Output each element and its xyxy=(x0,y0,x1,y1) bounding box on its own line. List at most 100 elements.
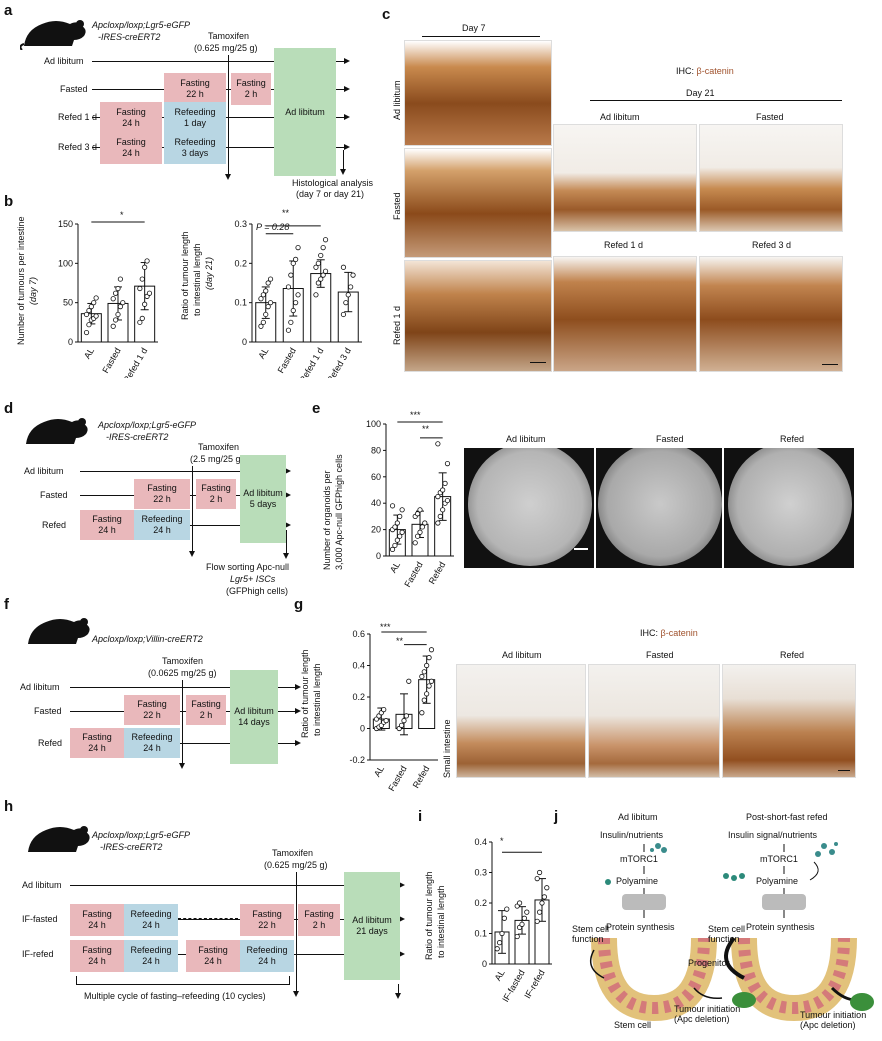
data-point xyxy=(293,300,299,306)
ylabel-b-left-2: (day 7) xyxy=(28,276,38,305)
ihc-prefix-c: IHC: xyxy=(676,66,697,76)
data-point xyxy=(412,540,418,546)
data-point xyxy=(394,520,400,526)
y-tick-label: 0.4 xyxy=(474,837,487,847)
j-progenitor: Progenitor xyxy=(688,958,730,968)
sig-b-right: ** xyxy=(282,208,290,218)
data-point xyxy=(389,546,396,552)
data-point xyxy=(541,894,548,900)
data-point xyxy=(290,307,296,314)
ylabel-e-2: 3,000 Apc-null GFPhigh cells xyxy=(334,454,344,570)
genotype-a-2: -IRES-creERT2 xyxy=(98,32,161,42)
ylabel-i-2: to intestinal length xyxy=(436,885,446,958)
y-tick-label: 0 xyxy=(68,337,73,347)
data-point xyxy=(137,285,143,292)
data-point xyxy=(115,311,121,318)
row-label-refed-d: Refed xyxy=(42,520,67,530)
data-point xyxy=(435,494,441,500)
y-tick-label: 40 xyxy=(371,498,381,508)
label-c-day7: Day 7 xyxy=(462,23,486,33)
data-point xyxy=(403,713,410,719)
data-point xyxy=(86,322,92,328)
panel-letter-a: a xyxy=(4,2,13,19)
y-tick-label: 0.2 xyxy=(352,692,365,702)
ihc-prefix-g: IHC: xyxy=(640,628,661,638)
j-left-mtorc1: mTORC1 xyxy=(620,854,658,864)
box-refeeding24-h-2: Refeeding 24 h xyxy=(124,940,178,972)
ihc-label-c: IHC: β-catenin xyxy=(676,66,734,76)
j-left-polyamine: Polyamine xyxy=(616,876,659,886)
box-refeeding24-h-1: Refeeding 24 h xyxy=(124,904,178,936)
y-tick-label: 100 xyxy=(58,258,73,268)
tamoxifen-h-2: (0.625 mg/25 g) xyxy=(264,860,328,870)
data-point xyxy=(320,272,326,278)
tamoxifen-d-1: Tamoxifen xyxy=(198,442,240,452)
data-point xyxy=(258,296,264,302)
y-tick-label: 0.2 xyxy=(474,898,487,908)
label-c-day21: Day 21 xyxy=(686,88,715,98)
row-label-fasted-d: Fasted xyxy=(40,490,68,500)
data-point xyxy=(345,292,351,298)
data-point xyxy=(320,244,326,251)
data-point xyxy=(389,503,396,509)
data-point xyxy=(265,304,271,310)
sig-g-2: ** xyxy=(396,636,404,646)
data-point xyxy=(267,300,274,306)
data-point xyxy=(83,311,90,318)
data-point xyxy=(115,285,121,292)
y-tick-label: 50 xyxy=(63,298,73,308)
box-fasting22-a: Fasting 22 h xyxy=(164,73,226,105)
data-point xyxy=(88,304,94,310)
tamoxifen-a-1: Tamoxifen xyxy=(208,31,250,41)
organoid-img-refed xyxy=(724,448,854,568)
data-point xyxy=(399,529,405,535)
y-tick-label: 0.2 xyxy=(234,258,247,268)
img-label-g-adlib: Ad libitum xyxy=(502,650,542,660)
data-point xyxy=(93,313,99,319)
row-label-c-adlib: Ad libitum xyxy=(392,80,402,120)
analysis-a-1: Histological analysis xyxy=(292,178,374,188)
data-point xyxy=(440,507,446,513)
data-point xyxy=(383,718,389,724)
box-fasting24-a-2: Fasting 24 h xyxy=(100,132,162,164)
mouse-icon-f xyxy=(28,618,90,644)
x-tick-label: AL xyxy=(388,560,402,575)
box-refeeding3-a: Refeeding 3 days xyxy=(164,132,226,164)
data-point xyxy=(422,520,428,526)
sig-i: * xyxy=(500,836,504,846)
data-point xyxy=(401,718,407,724)
data-point xyxy=(265,280,271,286)
data-point xyxy=(313,264,319,270)
data-point xyxy=(539,900,545,906)
data-point xyxy=(419,524,426,530)
row-label-adlib-d: Ad libitum xyxy=(24,466,64,476)
tamoxifen-f-1: Tamoxifen xyxy=(162,656,204,666)
data-point xyxy=(315,280,321,286)
box-fasting24-h-1: Fasting 24 h xyxy=(70,904,124,936)
panel-letter-c: c xyxy=(382,6,391,23)
data-point xyxy=(343,300,349,306)
data-point xyxy=(285,327,292,333)
data-point xyxy=(93,295,99,301)
x-tick-label: Fasted xyxy=(100,346,122,375)
ihc-label-g: IHC: β-catenin xyxy=(640,628,698,638)
box-fasting24-d: Fasting 24 h xyxy=(80,510,134,540)
data-point xyxy=(424,662,430,669)
mouse-icon-h xyxy=(28,826,90,852)
img-label-e-refed: Refed xyxy=(780,434,805,444)
data-point xyxy=(442,480,448,487)
sort-d-1: Flow sorting Apc-null xyxy=(206,562,290,572)
y-tick-label: -0.2 xyxy=(349,755,365,765)
data-point xyxy=(139,276,145,282)
data-point xyxy=(348,284,354,290)
box-fasting22-d: Fasting 22 h xyxy=(134,479,190,509)
genotype-d-1: Apcloxp/loxp;Lgr5-eGFP xyxy=(98,420,197,430)
row-label-adlib-a: Ad libitum xyxy=(44,56,84,66)
genotype-h-2: -IRES-creERT2 xyxy=(100,842,163,852)
pval-b-right: P = 0.28 xyxy=(256,222,290,232)
y-tick-label: 150 xyxy=(58,219,73,229)
data-point xyxy=(260,319,266,325)
